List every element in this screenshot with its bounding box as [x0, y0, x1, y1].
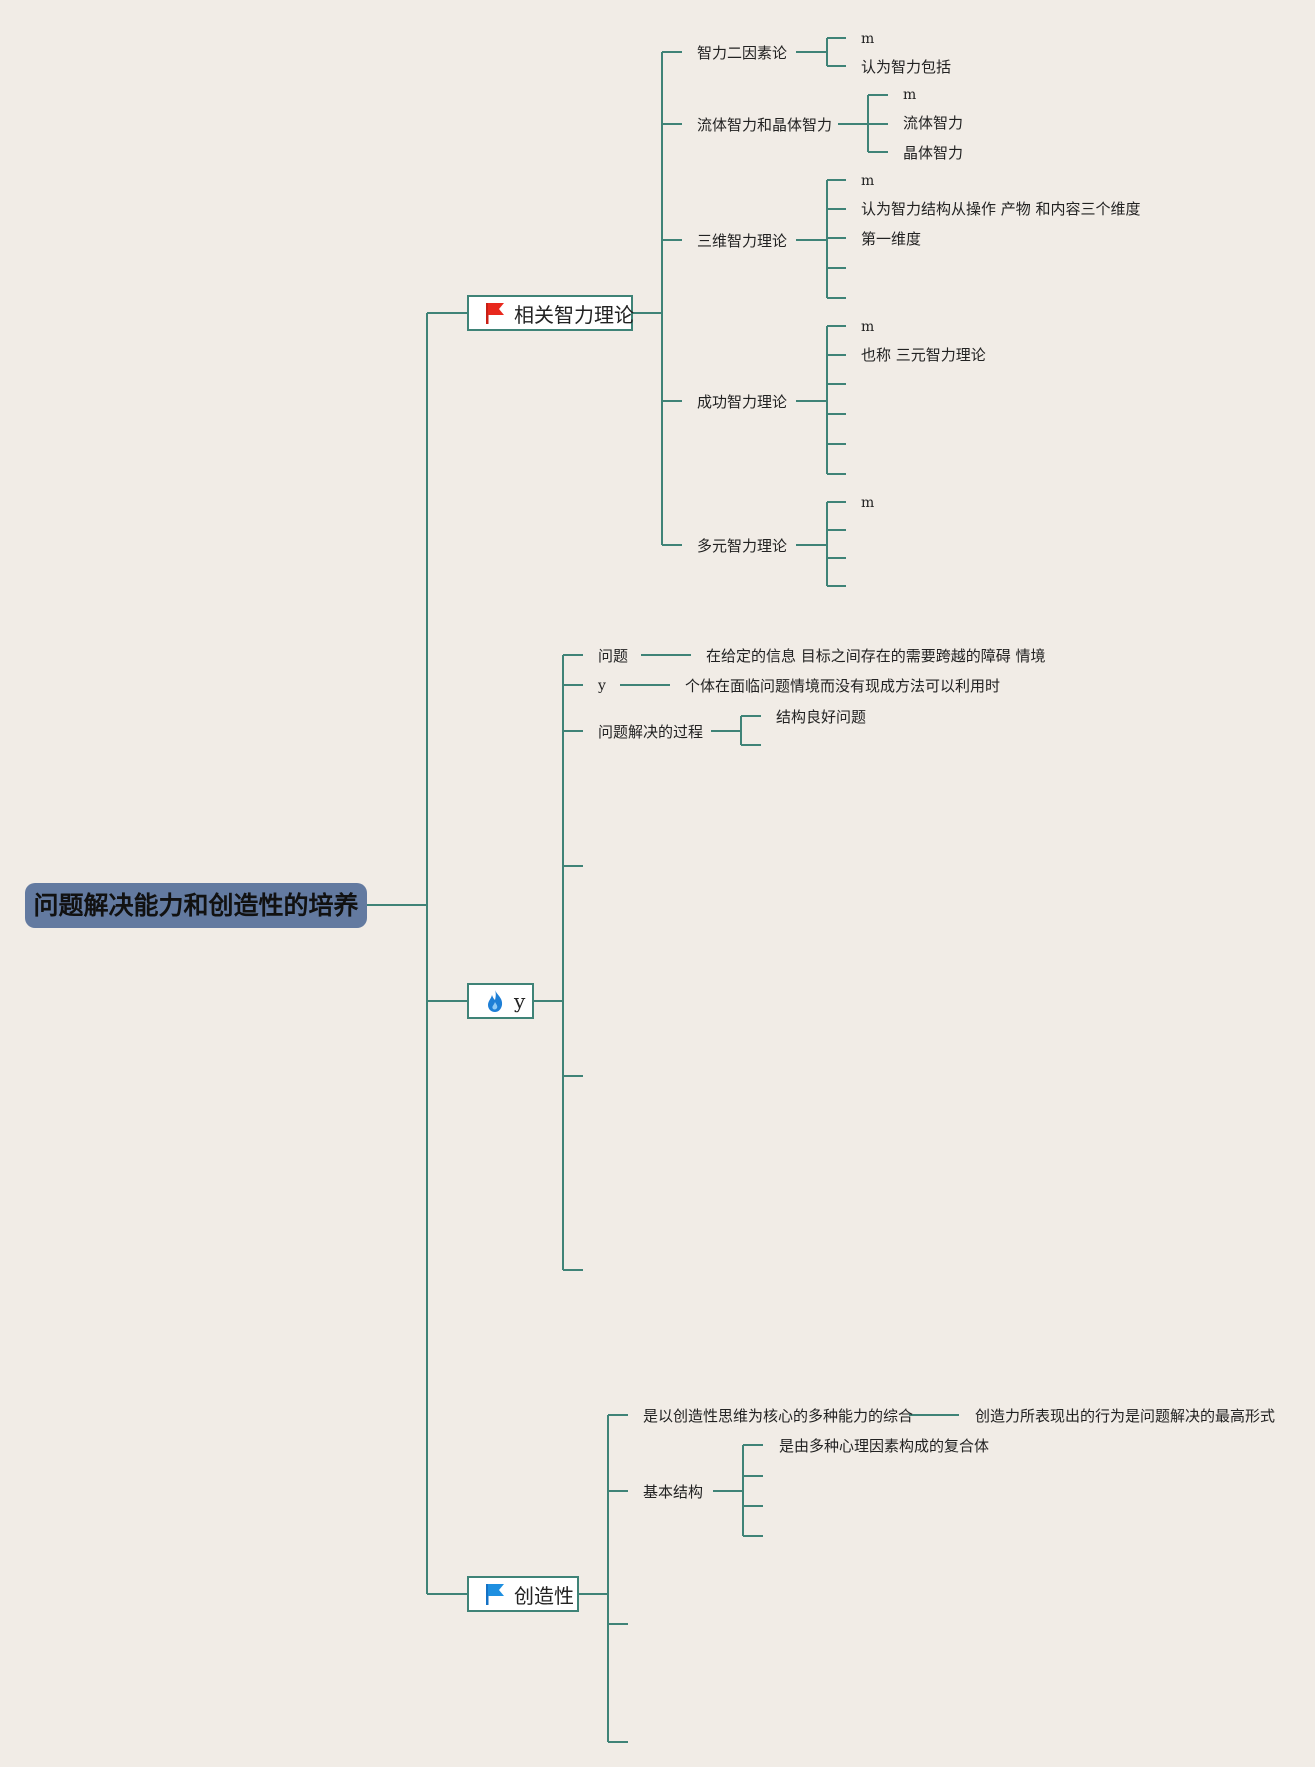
red-flag-icon [484, 301, 506, 325]
topic-solving-process[interactable]: 问题解决的过程 [598, 723, 704, 741]
topic-multiple-intelligence[interactable]: 多元智力理论 [697, 537, 788, 555]
leaf-text: m [861, 495, 875, 511]
topic-problem-solving[interactable]: y [467, 983, 534, 1019]
leaf-text: 第一维度 [861, 230, 922, 248]
topic-question[interactable]: 问题 [598, 647, 629, 665]
topic-successful-intelligence[interactable]: 成功智力理论 [697, 393, 788, 411]
topic-intelligence-theories[interactable]: 相关智力理论 [467, 295, 634, 331]
leaf-text: 结构良好问题 [776, 708, 867, 726]
topic-three-dimension[interactable]: 三维智力理论 [697, 232, 788, 250]
leaf-text: 认为智力包括 [861, 58, 952, 76]
topic-label: 创造性 [514, 1583, 574, 1608]
leaf-text: 在给定的信息 目标之间存在的需要跨越的障碍 情境 [706, 647, 1046, 665]
blue-flag-icon [484, 1582, 506, 1606]
leaf-text: 创造力所表现出的行为是问题解决的最高形式 [975, 1407, 1276, 1425]
leaf-text: 认为智力结构从操作 产物 和内容三个维度 [861, 200, 1141, 218]
leaf-text: 也称 三元智力理论 [861, 346, 986, 364]
topic-label: y [514, 989, 526, 1013]
leaf-text: m [861, 31, 875, 47]
topic-creativity[interactable]: 创造性 [467, 1576, 579, 1612]
leaf-text: 个体在面临问题情境而没有现成方法可以利用时 [685, 677, 1001, 695]
topic-two-factor[interactable]: 智力二因素论 [697, 44, 788, 62]
topic-fluid-crystal[interactable]: 流体智力和晶体智力 [697, 116, 833, 134]
root-topic[interactable]: 问题解决能力和创造性的培养 [25, 883, 367, 928]
leaf-text: 是由多种心理因素构成的复合体 [779, 1437, 990, 1455]
leaf-text: m [861, 173, 875, 189]
topic-y[interactable]: y [598, 678, 606, 694]
leaf-text: 流体智力 [903, 114, 964, 132]
topic-basic-structure[interactable]: 基本结构 [643, 1483, 704, 1501]
leaf-text: 晶体智力 [903, 144, 964, 162]
topic-label: 相关智力理论 [514, 302, 634, 327]
leaf-text: m [903, 87, 917, 103]
topic-creativity-definition[interactable]: 是以创造性思维为核心的多种能力的综合 [643, 1407, 914, 1425]
leaf-text: m [861, 319, 875, 335]
flame-icon [484, 989, 506, 1013]
